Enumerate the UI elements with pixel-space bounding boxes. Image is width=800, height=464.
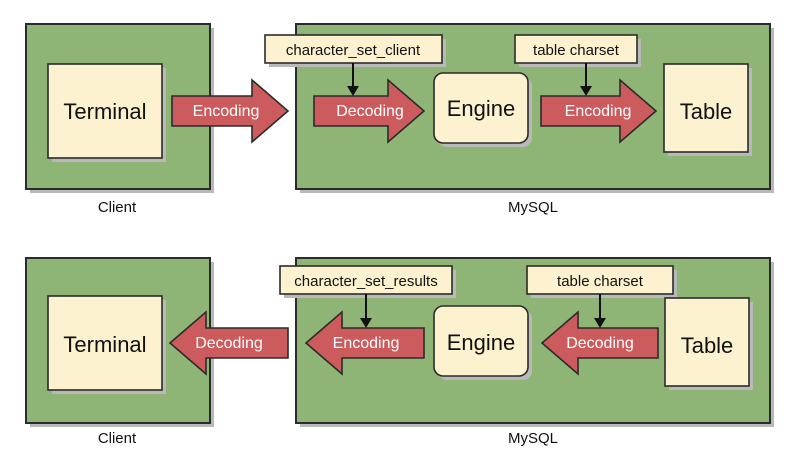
top-arrow-1-label: Decoding bbox=[336, 103, 404, 120]
bottom-engine-label: Engine bbox=[447, 330, 516, 355]
bottom-table-box bbox=[664, 297, 750, 387]
top-table-label: Table bbox=[680, 99, 733, 124]
bottom-transfer-decoding-arrow bbox=[168, 310, 289, 376]
top-table-box bbox=[663, 63, 749, 153]
top-engine-label: Engine bbox=[447, 96, 516, 121]
top-encoding-arrow bbox=[540, 78, 658, 144]
top-param-1-arrowhead-icon bbox=[347, 86, 359, 96]
top-terminal-label: Terminal bbox=[63, 99, 146, 124]
bottom-client-caption: Client bbox=[98, 430, 137, 447]
bottom-param-2-label: table charset bbox=[557, 273, 644, 290]
bottom-arrow-2-label: Decoding bbox=[566, 335, 634, 352]
top-client-caption: Client bbox=[98, 199, 137, 216]
bottom-param-1-arrowhead-icon bbox=[360, 318, 372, 328]
bottom-encoding-arrow bbox=[304, 310, 425, 376]
bottom-arrow-1-label: Encoding bbox=[333, 335, 400, 352]
bottom-mysql-caption: MySQL bbox=[508, 430, 558, 447]
bottom-table-label: Table bbox=[681, 333, 734, 358]
top-decoding-arrow bbox=[313, 78, 426, 144]
top-engine-box bbox=[433, 72, 529, 144]
bottom-param-2-arrowhead-icon bbox=[594, 318, 606, 328]
top-param-2-arrowhead-icon bbox=[580, 86, 592, 96]
bottom-decoding-arrow bbox=[540, 310, 659, 376]
top-param-2-label: table charset bbox=[533, 42, 620, 59]
top-param-1-label: character_set_client bbox=[286, 42, 421, 59]
bottom-terminal-label: Terminal bbox=[63, 332, 146, 357]
top-terminal-box bbox=[47, 63, 163, 159]
bottom-row: Terminal Client Decoding MySQL character… bbox=[25, 257, 774, 447]
bottom-transfer-arrow-label: Decoding bbox=[195, 335, 263, 352]
bottom-param-table-charset bbox=[526, 265, 674, 295]
top-arrow-2-label: Encoding bbox=[565, 103, 632, 120]
top-row: Terminal Client Encoding MySQL character… bbox=[25, 23, 774, 216]
top-param-character-set-client bbox=[264, 34, 443, 64]
top-transfer-encoding-arrow bbox=[171, 78, 290, 144]
bottom-param-1-label: character_set_results bbox=[294, 273, 437, 290]
top-mysql-caption: MySQL bbox=[508, 199, 558, 216]
bottom-terminal-box bbox=[47, 295, 163, 391]
top-transfer-arrow-label: Encoding bbox=[193, 103, 260, 120]
bottom-engine-box bbox=[433, 305, 529, 377]
top-param-table-charset bbox=[514, 34, 638, 64]
